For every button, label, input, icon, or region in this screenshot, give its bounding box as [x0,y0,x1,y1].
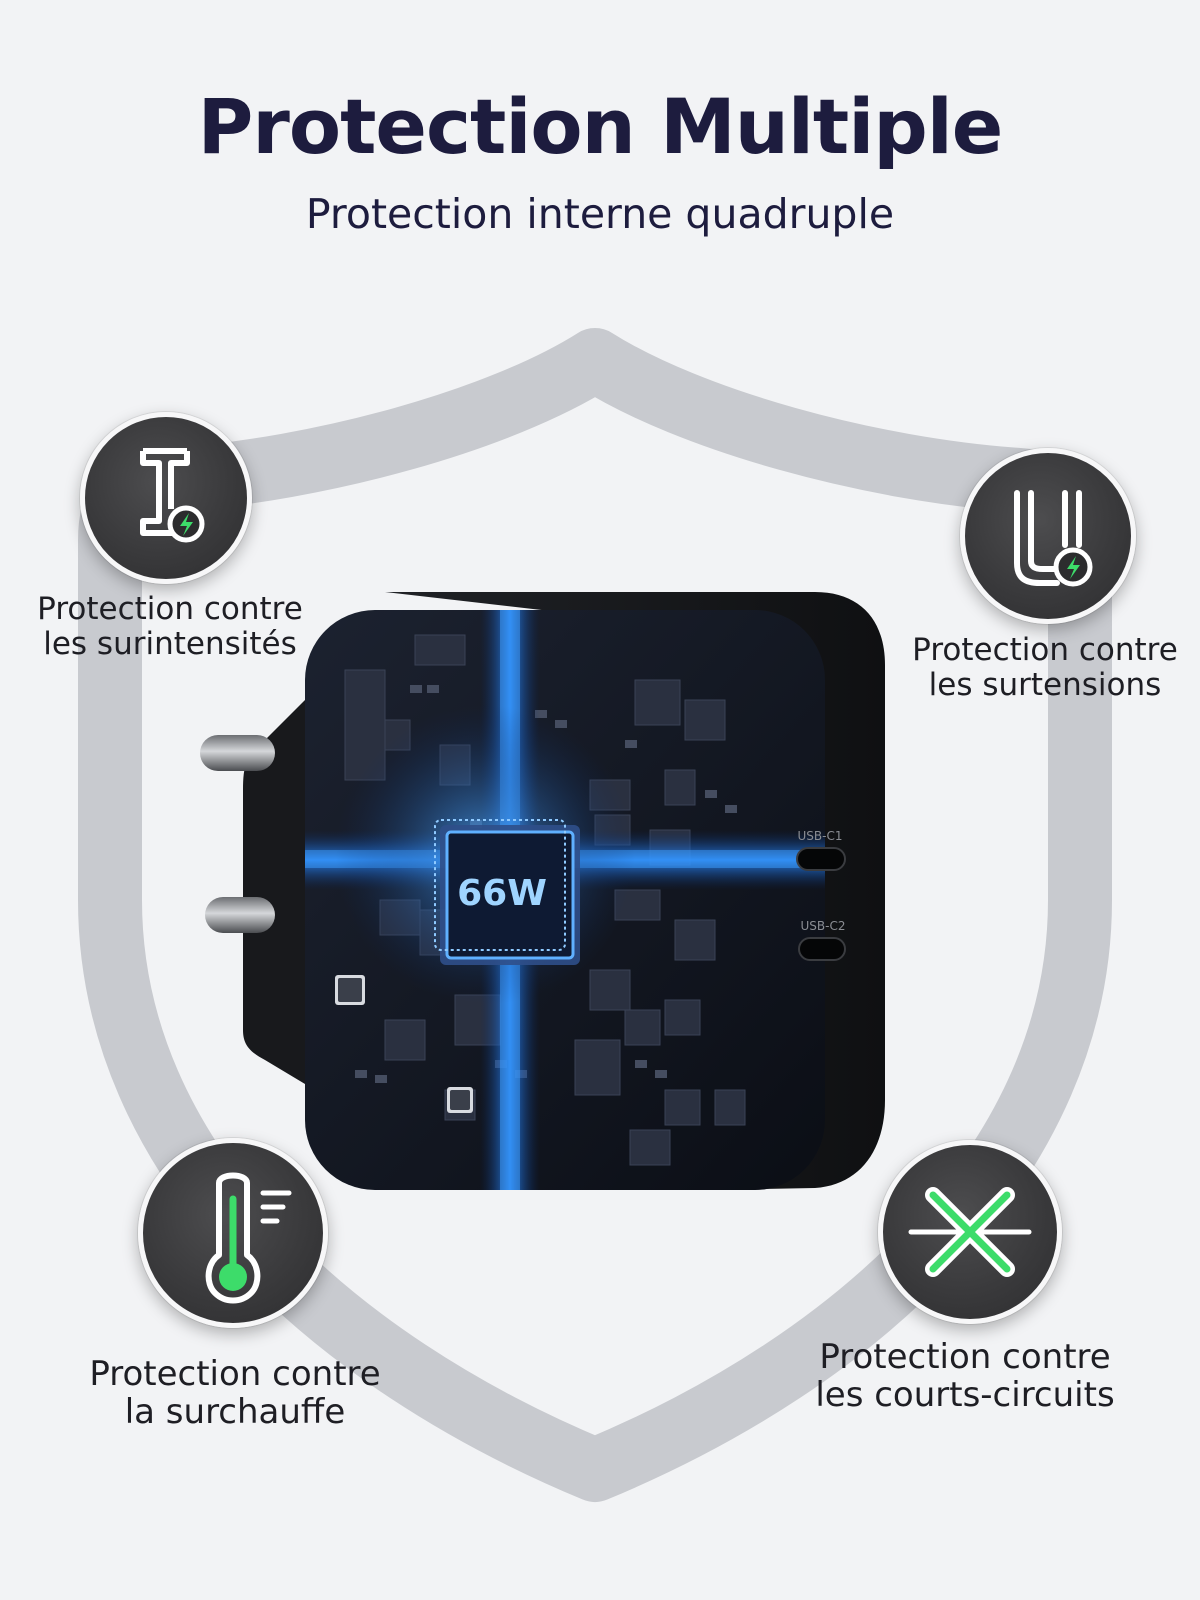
overvoltage-label-line2: les surtensions [928,666,1162,703]
shortcircuit-badge [878,1140,1062,1324]
overcurrent-label: Protection contre les surintensités [5,592,335,661]
current-protection-icon [140,448,205,543]
overheating-badge [138,1138,328,1328]
usb-c2-port [798,937,846,961]
usb-c1-label: USB-C1 [798,829,843,843]
page-subtitle: Protection interne quadruple [305,190,895,238]
overheating-label: Protection contre la surchauffe [60,1355,410,1431]
overcurrent-label-line1: Protection contre [37,591,303,627]
short-circuit-icon [908,1187,1032,1277]
power-rating-label: 66W [457,873,547,914]
usb-c2-label: USB-C2 [801,919,846,933]
page-title: Protection Multiple [197,82,1004,171]
shortcircuit-label: Protection contre les courts-circuits [770,1338,1160,1414]
overcurrent-badge [80,412,252,584]
shortcircuit-label-line2: les courts-circuits [815,1375,1115,1416]
overvoltage-label: Protection contre les surtensions [890,633,1200,702]
overheating-label-line2: la surchauffe [124,1392,346,1433]
voltage-protection-icon [1014,490,1093,587]
shortcircuit-label-line1: Protection contre [819,1337,1111,1377]
overcurrent-label-line2: les surintensités [43,625,297,662]
overheating-label-line1: Protection contre [89,1354,381,1394]
overvoltage-badge [960,448,1136,624]
overvoltage-label-line1: Protection contre [912,632,1178,668]
thermometer-icon [205,1172,292,1304]
usb-c1-port [796,847,846,871]
charger-illustration: 66W USB-C1 USB-C2 [200,592,885,1190]
